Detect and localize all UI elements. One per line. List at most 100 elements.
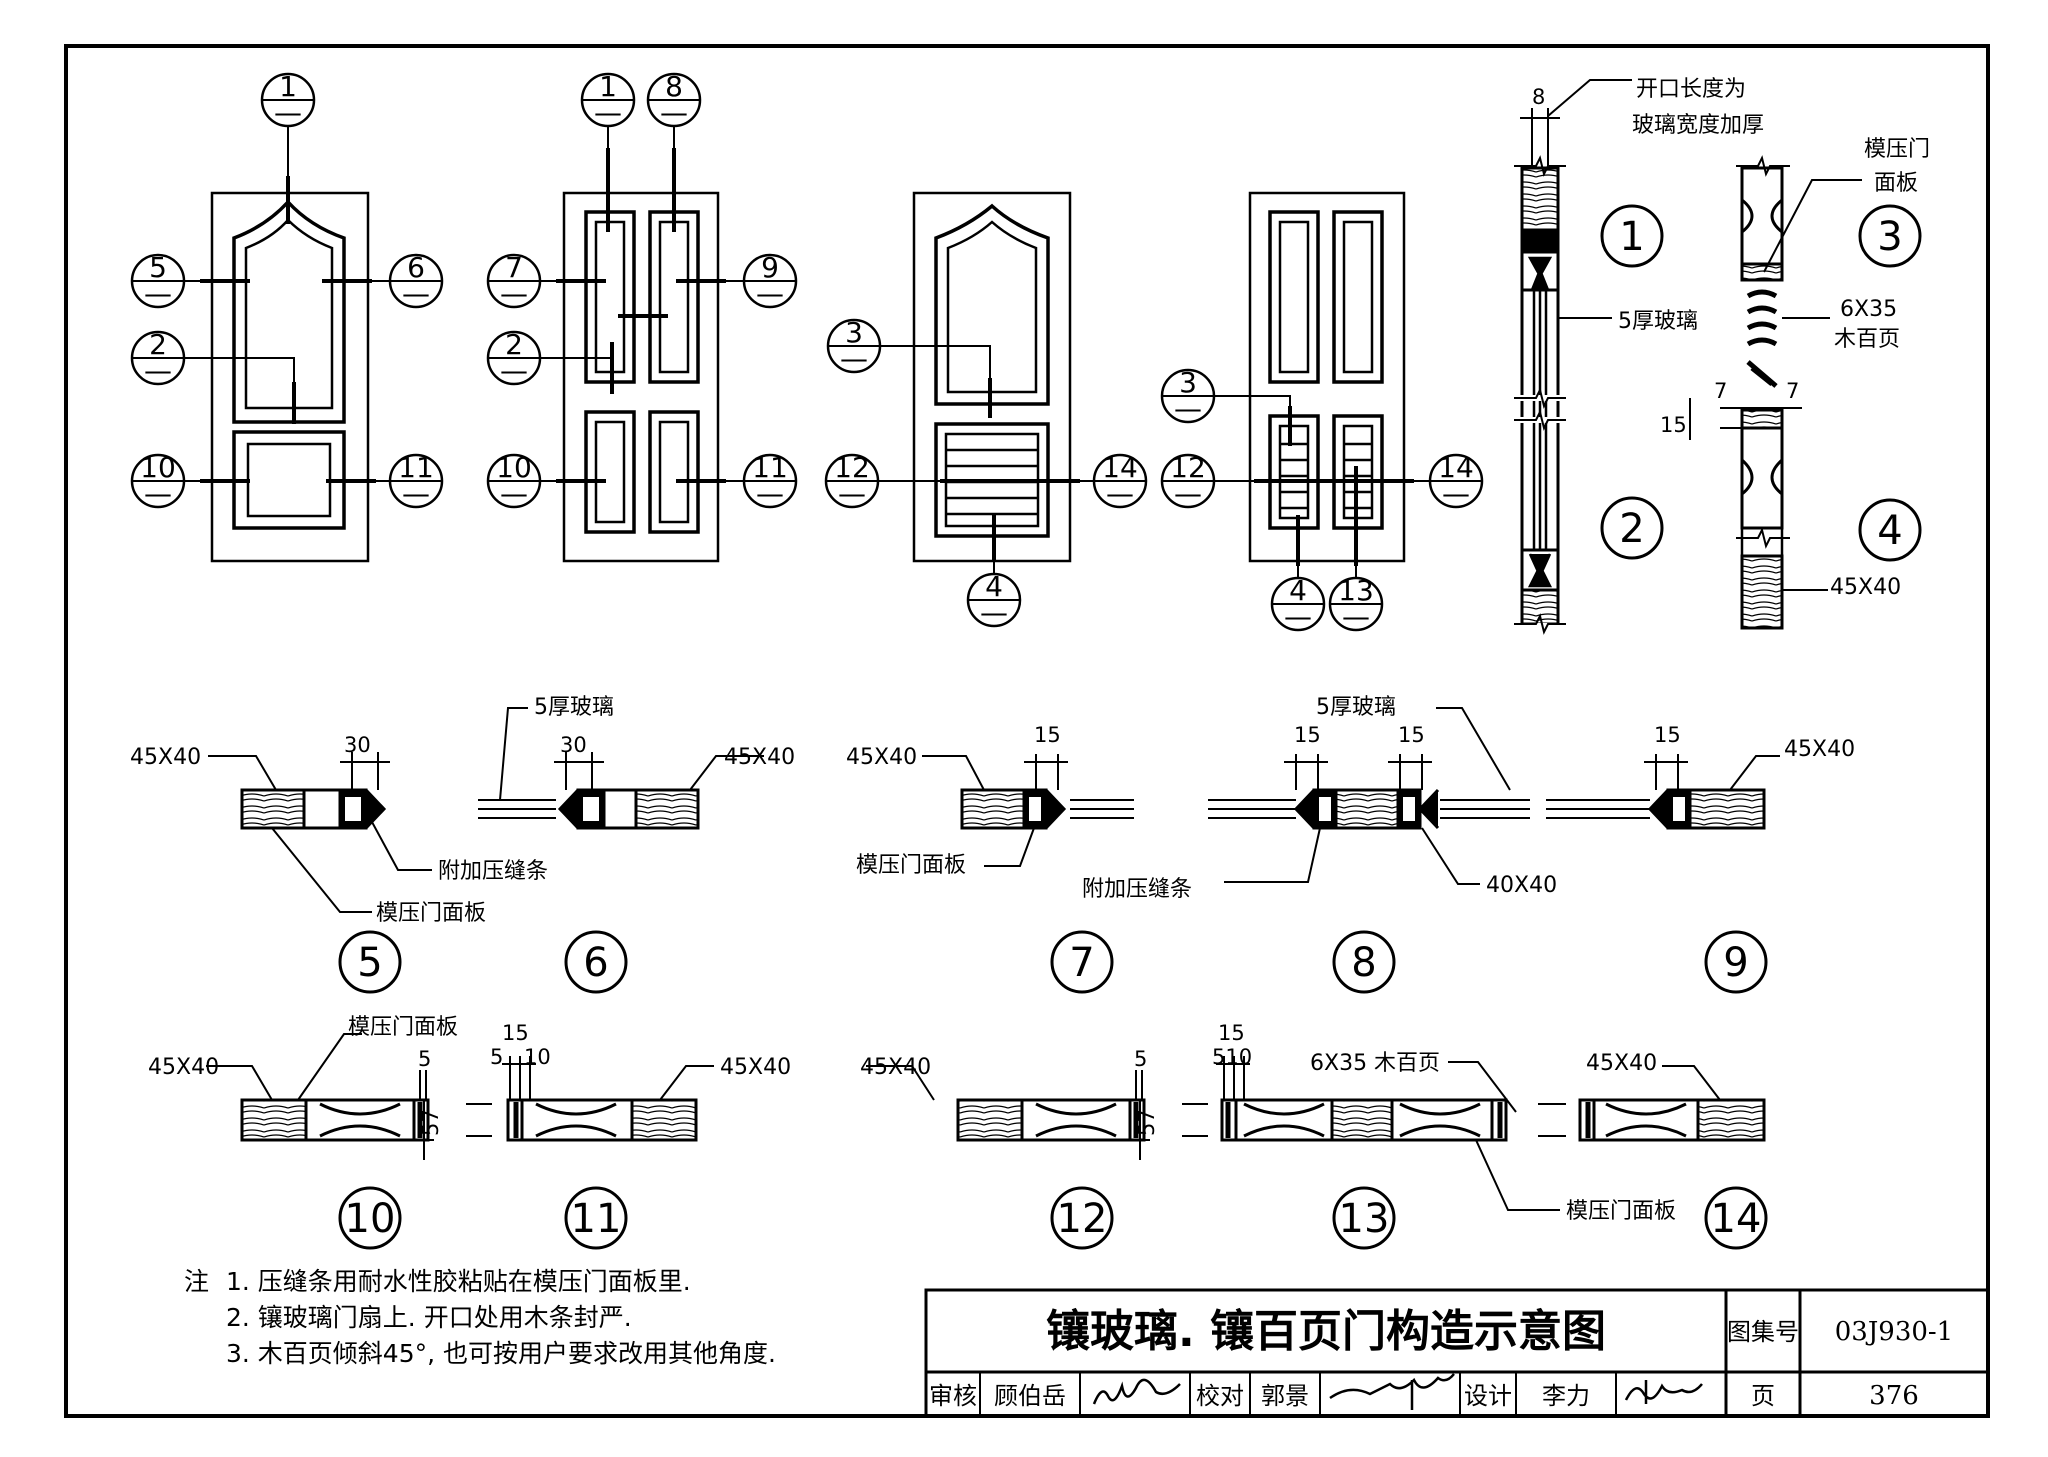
callout-number: 5: [149, 251, 167, 284]
section-callout-10: 10—: [130, 451, 186, 510]
door-elevation-1: [200, 176, 376, 563]
callout-number: 7: [505, 251, 523, 284]
callout-sheet: —: [402, 277, 430, 310]
section-callout-2: 2—: [486, 328, 542, 387]
callout-group: 1—5—6—2—10—11—1—8—7—9—2—10—11—3—12—14—4—…: [130, 70, 1484, 633]
dim-510-sec13: 510: [1212, 1045, 1252, 1069]
section-callout-11: 11—: [742, 451, 798, 510]
label-45x40-sec7: 45X40: [846, 745, 917, 770]
caption-number: 9: [1723, 940, 1748, 986]
callout-number: 11: [398, 451, 434, 484]
label-molded-panel-1: 模压门: [1864, 137, 1930, 162]
dim-5-sec12: 5: [1134, 1047, 1147, 1071]
section-caption-14: 14: [1704, 1186, 1768, 1250]
caption-number: 4: [1877, 508, 1902, 554]
callout-sheet: —: [1284, 600, 1312, 633]
label-molded-door-panel-d: 模压门面板: [1566, 1199, 1676, 1224]
caption-number: 7: [1069, 940, 1094, 986]
callout-number: 8: [665, 70, 683, 103]
dim-15-vertical: 15: [1660, 413, 1687, 437]
reviewer-name: 顾伯岳: [994, 1382, 1066, 1410]
dim-15-sec9: 15: [1654, 723, 1681, 747]
caption-number: 13: [1339, 1196, 1390, 1242]
title-block: [924, 1288, 1990, 1418]
callout-sheet: —: [838, 477, 866, 510]
caption-number: 2: [1619, 506, 1644, 552]
checker-name: 郭景: [1261, 1382, 1309, 1410]
callout-number: 4: [1289, 574, 1307, 607]
callout-sheet: —: [840, 342, 868, 375]
section-callout-10: 10—: [486, 451, 542, 510]
dim-5-sec10: 5: [418, 1047, 431, 1071]
callout-number: 3: [845, 316, 863, 349]
dim-15-sec7: 15: [1034, 723, 1061, 747]
section-callout-14: 14—: [1092, 451, 1148, 510]
label-45x40-sec9: 45X40: [1784, 737, 1855, 762]
dim-30-sec6: 30: [560, 733, 587, 757]
callout-sheet: —: [144, 354, 172, 387]
callout-number: 12: [834, 451, 870, 484]
caption-number: 8: [1351, 940, 1376, 986]
label-molded-door-panel-a: 模压门面板: [376, 901, 486, 926]
notes-head: 注: [184, 1267, 209, 1296]
caption-number: 11: [571, 1196, 622, 1242]
drawing-title: 镶玻璃. 镶百页门构造示意图: [1046, 1306, 1606, 1357]
callout-sheet: —: [1174, 392, 1202, 425]
callout-number: 2: [505, 328, 523, 361]
atlas-number: 03J930-1: [1835, 1317, 1953, 1347]
review-label: 审核: [929, 1382, 977, 1410]
callout-number: 1: [279, 70, 297, 103]
page-number: 376: [1869, 1381, 1919, 1411]
callout-number: 6: [407, 251, 425, 284]
callout-sheet: —: [144, 277, 172, 310]
callout-sheet: —: [1442, 477, 1470, 510]
caption-number: 5: [357, 940, 382, 986]
label-louver-name: 木百页: [1834, 327, 1900, 352]
callout-number: 11: [752, 451, 788, 484]
caption-number: 12: [1057, 1196, 1108, 1242]
door-elevation-2: [556, 148, 726, 563]
dim-30-sec5: 30: [344, 733, 371, 757]
dim-15-sec11: 15: [502, 1021, 529, 1045]
caption-number: 6: [583, 940, 608, 986]
section-caption-3: 3: [1858, 204, 1922, 268]
callout-leaders: [184, 126, 1430, 578]
callout-number: 14: [1102, 451, 1138, 484]
callout-number: 14: [1438, 451, 1474, 484]
label-45x40-sec5: 45X40: [130, 745, 201, 770]
label-opening-length-2: 玻璃宽度加厚: [1632, 113, 1764, 138]
label-extra-strip-b: 附加压缝条: [1082, 877, 1192, 902]
section-caption-6: 6: [564, 930, 628, 994]
label-45x40-sec6: 45X40: [724, 745, 795, 770]
designer-name: 李力: [1542, 1382, 1590, 1410]
callout-sheet: —: [1106, 477, 1134, 510]
section-callout-1: 1—: [260, 70, 316, 129]
dim-7-right: 7: [1786, 379, 1799, 403]
callout-sheet: —: [500, 477, 528, 510]
label-extra-strip-a: 附加压缝条: [438, 859, 548, 884]
callout-number: 10: [140, 451, 176, 484]
callout-sheet: —: [500, 277, 528, 310]
note-1: 1. 压缝条用耐水性胶粘贴在模压门面板里.: [226, 1267, 691, 1296]
section-caption-group: 12 3 4 5 6 7 8 9 10 11 12 13 14: [338, 204, 1922, 1250]
callout-sheet: —: [1342, 600, 1370, 633]
design-label: 设计: [1464, 1382, 1512, 1410]
callout-sheet: —: [402, 477, 430, 510]
label-45x40-sec10: 45X40: [148, 1055, 219, 1080]
section-callout-12: 12—: [824, 451, 880, 510]
label-45x40-sec4: 45X40: [1830, 575, 1901, 600]
section-callout-5: 5—: [130, 251, 186, 310]
label-louver-6x35: 6X35 木百页: [1310, 1051, 1440, 1076]
louver-section-leaders-2: [206, 1033, 1721, 1211]
vertical-section-louver: [1740, 166, 1784, 630]
callout-sheet: —: [500, 354, 528, 387]
caption-number: 14: [1711, 1196, 1762, 1242]
section-callout-4: 4—: [1270, 574, 1326, 633]
section-caption-10: 10: [338, 1186, 402, 1250]
callout-sheet: —: [756, 277, 784, 310]
callout-number: 13: [1338, 574, 1374, 607]
dim-7-left: 7: [1714, 379, 1727, 403]
section-callout-8: 8—: [646, 70, 702, 129]
callout-sheet: —: [144, 477, 172, 510]
section-callout-14: 14—: [1428, 451, 1484, 510]
